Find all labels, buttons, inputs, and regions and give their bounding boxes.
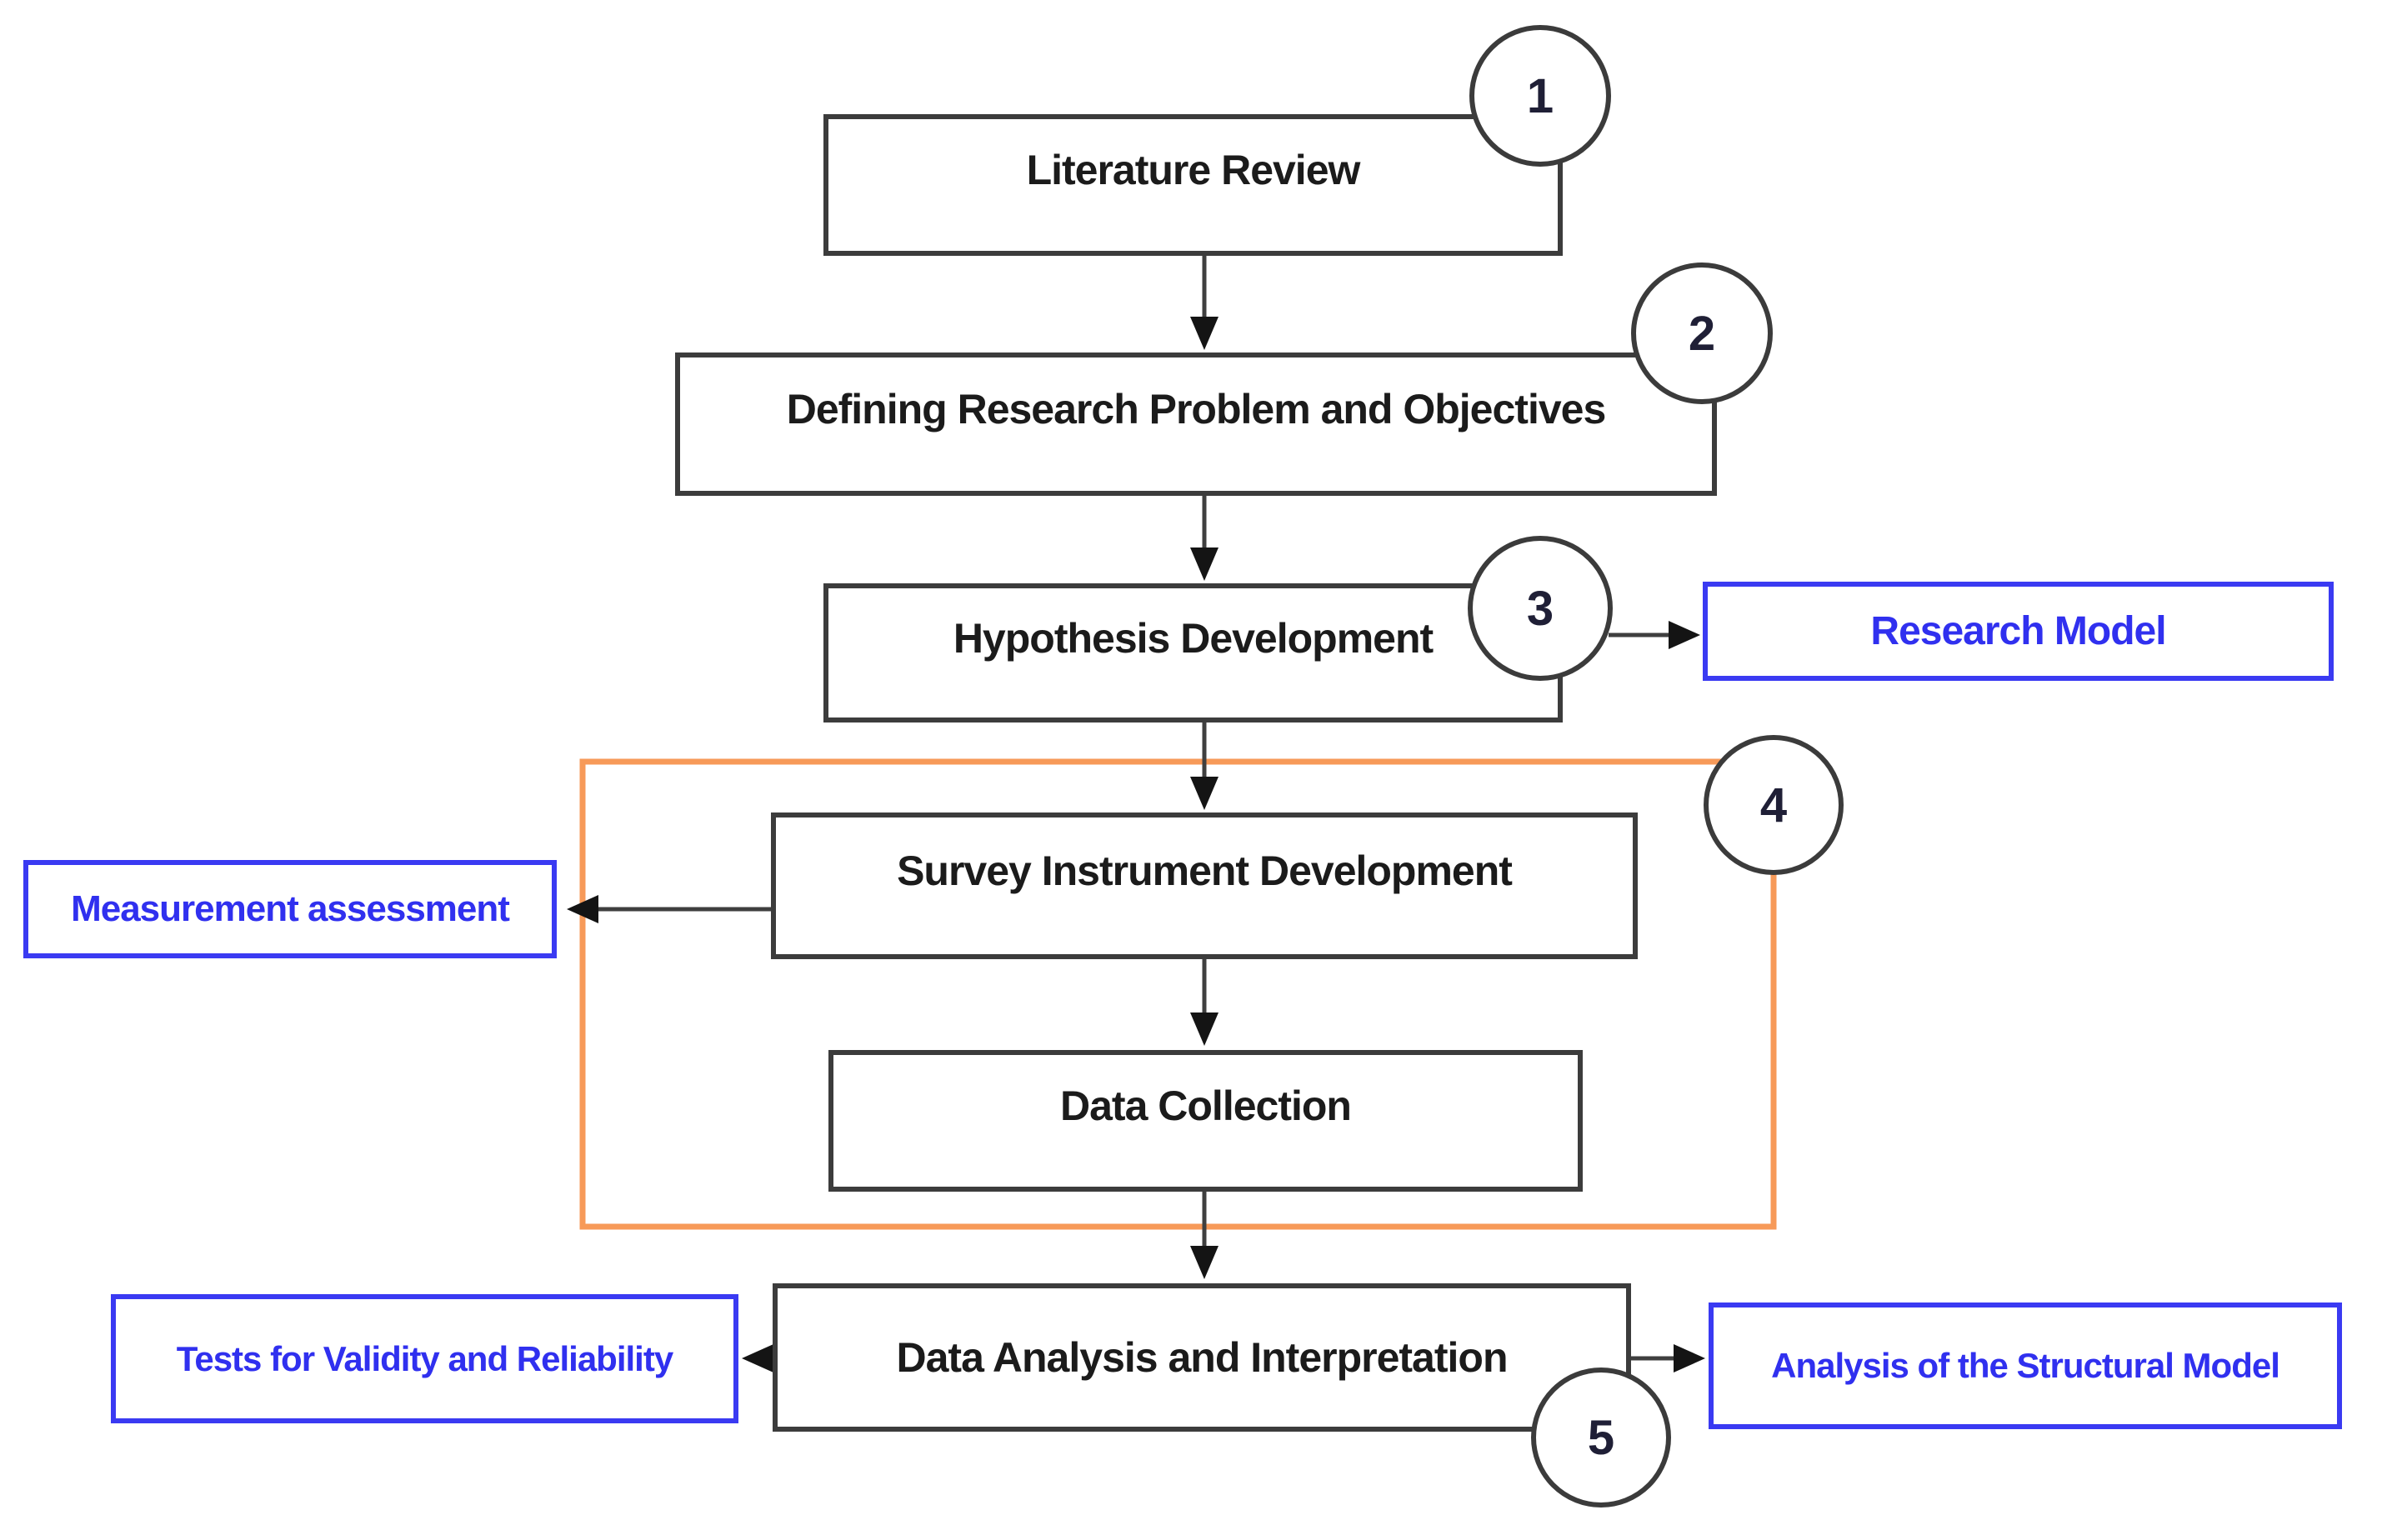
arrow-collection-to-analysis [1190,1192,1219,1279]
process-label: Literature Review [1026,147,1361,193]
process-box-literature-review: Literature Review [823,114,1563,256]
output-label: Analysis of the Structural Model [1771,1346,2280,1385]
process-box-survey-instrument: Survey Instrument Development [771,812,1638,959]
process-box-data-collection: Data Collection [828,1050,1583,1192]
step-number: 1 [1526,68,1554,123]
process-label: Survey Instrument Development [897,848,1513,894]
arrow-analysis-to-structural [1629,1344,1705,1372]
arrow-literature-to-defining [1190,256,1219,350]
arrow-survey-to-collection [1190,959,1219,1046]
process-box-defining-problem: Defining Research Problem and Objectives [675,352,1717,496]
process-label: Data Collection [1060,1082,1352,1129]
step-number: 5 [1587,1410,1615,1465]
process-label: Defining Research Problem and Objectives [786,386,1607,432]
step-number: 4 [1759,778,1788,832]
step-circle-2: 2 [1631,262,1773,404]
step-circle-3: 3 [1468,536,1613,681]
output-label: Tests for Validity and Reliability [176,1338,673,1378]
output-box-structural-model: Analysis of the Structural Model [1709,1302,2342,1429]
process-box-data-analysis: Data Analysis and Interpretation [773,1283,1631,1432]
phase4-group-outline [579,758,1777,1230]
step-number: 2 [1688,306,1716,361]
arrow-hypothesis-to-research-model [1609,621,1700,649]
output-box-measurement-assessment: Measurement assessment [23,860,557,958]
step-circle-4: 4 [1704,735,1844,875]
step-number: 3 [1526,581,1554,636]
process-label: Data Analysis and Interpretation [896,1334,1509,1381]
output-box-research-model: Research Model [1703,582,2334,681]
output-label: Measurement assessment [71,888,510,929]
process-label: Hypothesis Development [953,614,1434,662]
output-label: Research Model [1870,609,2166,653]
arrow-defining-to-hypothesis [1190,496,1219,581]
process-box-hypothesis-development: Hypothesis Development [823,583,1563,722]
step-circle-1: 1 [1469,25,1611,167]
output-box-validity-reliability: Tests for Validity and Reliability [111,1294,738,1423]
arrow-hypothesis-to-survey [1190,722,1219,810]
arrow-survey-to-measurement [567,895,773,923]
step-circle-5: 5 [1531,1368,1671,1508]
arrow-analysis-to-validity [742,1344,775,1372]
